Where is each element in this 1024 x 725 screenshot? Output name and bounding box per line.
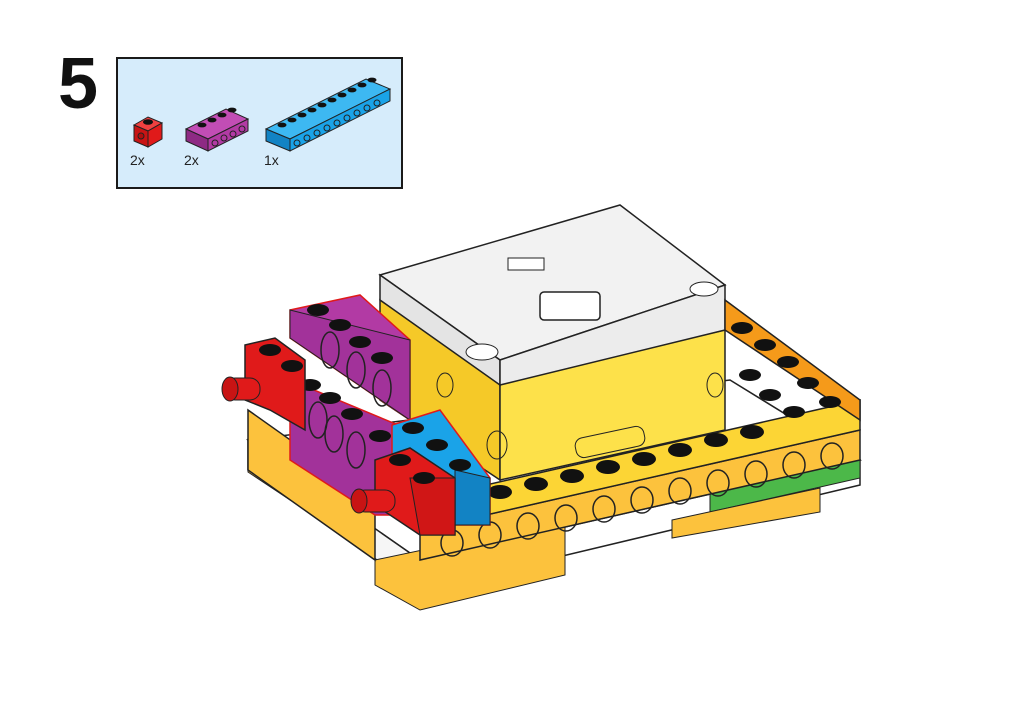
orange-side-beams <box>724 298 861 422</box>
red-brick-left <box>221 337 306 432</box>
magenta-beam-upper <box>289 294 411 422</box>
hub-top-cover <box>378 204 727 387</box>
red-axle-pin-brick-icon <box>132 116 164 148</box>
red-brick-right <box>350 447 456 536</box>
parts-list-background <box>118 59 401 187</box>
red-brick-quantity: 2x <box>130 152 145 168</box>
blue-technic-beam-icon <box>264 77 392 152</box>
front-studs <box>488 425 764 499</box>
parts-list-panel: 2x 2x 1x <box>116 57 403 189</box>
magenta-technic-beam-icon <box>184 107 250 152</box>
blue-beam-quantity: 1x <box>264 152 279 168</box>
hub-logo-plate <box>507 257 545 271</box>
magenta-beam-quantity: 2x <box>184 152 199 168</box>
parts-list-drawing <box>118 59 401 187</box>
step-number: 5 <box>58 44 99 124</box>
blue-beam <box>391 409 491 526</box>
hub-center-button <box>539 291 601 321</box>
